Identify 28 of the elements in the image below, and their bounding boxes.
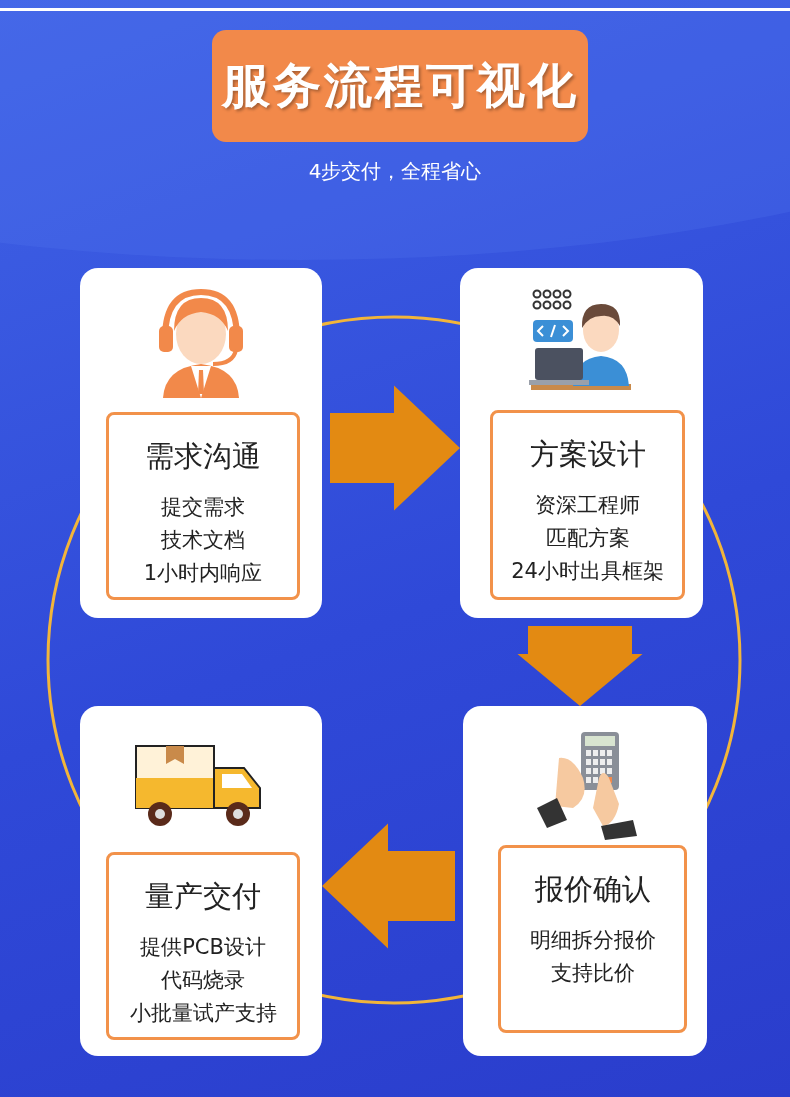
step-detail: 代码烧录 bbox=[161, 967, 245, 994]
arrow bbox=[322, 823, 455, 949]
step-title: 报价确认 bbox=[534, 871, 651, 908]
step-detail: 提供PCB设计 bbox=[140, 934, 266, 961]
step-detail: 明细拆分报价 bbox=[529, 927, 656, 954]
step-box bbox=[106, 852, 300, 1040]
step-detail: 24小时出具框架 bbox=[511, 558, 664, 585]
step-title: 需求沟通 bbox=[145, 438, 261, 475]
step-title: 方案设计 bbox=[529, 436, 646, 473]
arrow bbox=[330, 385, 460, 511]
subtitle: 4步交付，全程省心 bbox=[307, 158, 483, 185]
step-card bbox=[460, 268, 703, 618]
step-detail: 技术文档 bbox=[161, 527, 245, 554]
step-detail: 匹配方案 bbox=[545, 525, 630, 552]
step-box bbox=[498, 845, 687, 1033]
step-detail: 小批量试产支持 bbox=[129, 1000, 277, 1027]
title-banner: 服务流程可视化 bbox=[212, 30, 588, 142]
step-box bbox=[106, 412, 300, 600]
step-card bbox=[80, 706, 322, 1056]
step-detail: 资深工程师 bbox=[535, 492, 640, 519]
step-card bbox=[463, 706, 707, 1056]
step-title: 量产交付 bbox=[145, 878, 261, 915]
step-detail: 提交需求 bbox=[161, 494, 245, 521]
step-card bbox=[80, 268, 322, 618]
arrow bbox=[517, 626, 643, 706]
step-box bbox=[490, 410, 685, 600]
step-detail: 1小时内响应 bbox=[143, 560, 263, 587]
step-detail: 支持比价 bbox=[550, 960, 635, 987]
